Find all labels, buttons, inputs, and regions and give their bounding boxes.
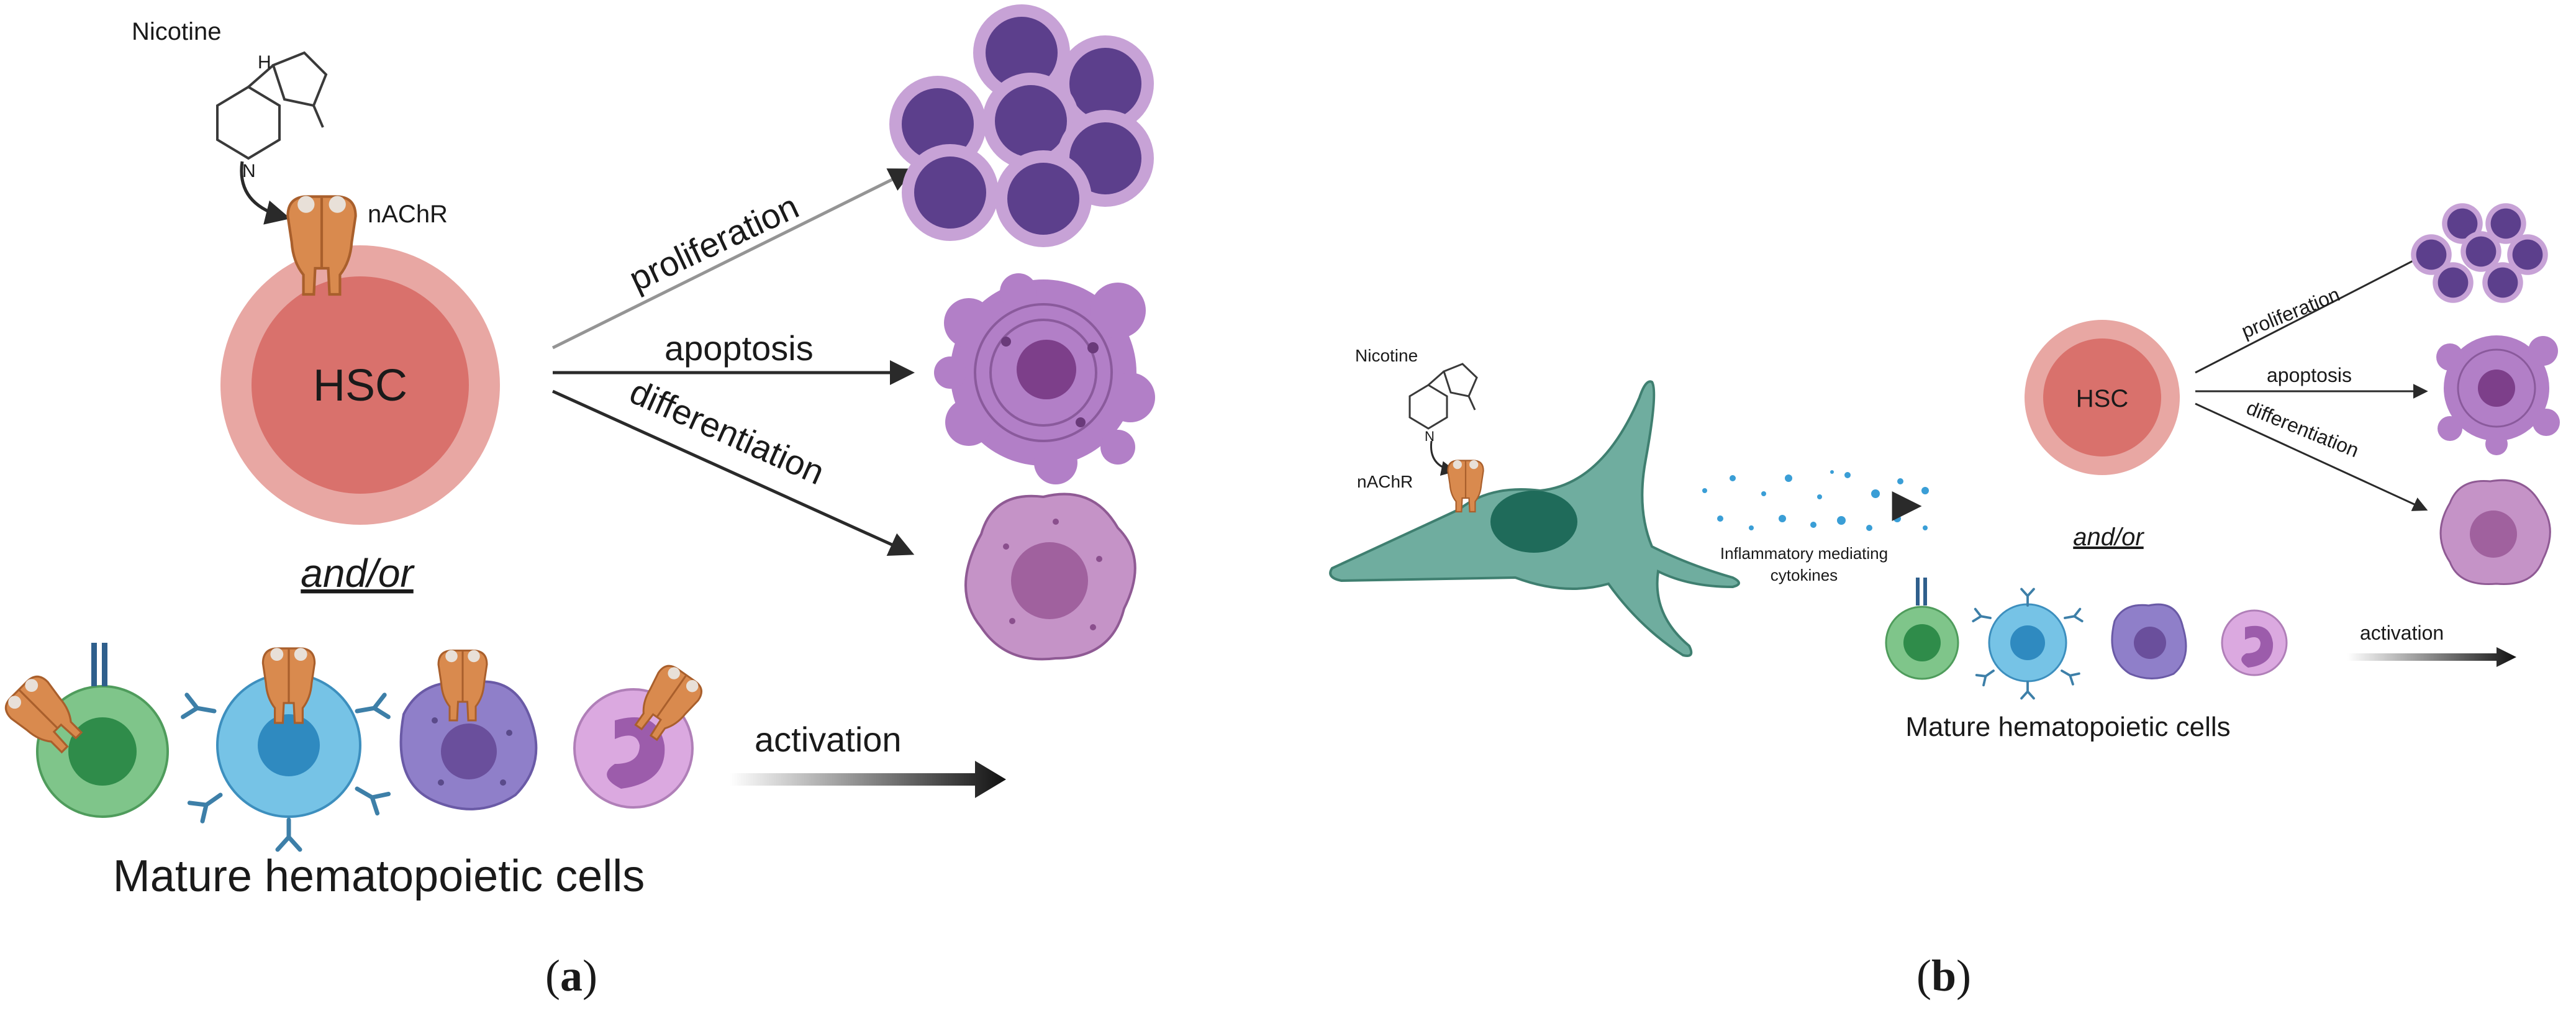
proliferation-arrow-b — [2195, 253, 2428, 374]
receptor-label: nAChR — [368, 201, 448, 228]
differentiation-arrow-b — [2195, 402, 2428, 511]
activation-label: activation — [755, 720, 902, 759]
nicotine-n-ring-label: N — [242, 161, 256, 181]
cytokine-particles — [1702, 470, 1929, 531]
and-or-connector-b: and/or — [2073, 524, 2144, 551]
lymphocyte-cell — [0, 643, 169, 818]
mature-cells-label-b: Mature hematopoietic cells — [1905, 712, 2230, 742]
hsc-label: HSC — [313, 361, 407, 411]
nicotine-binding-arrow — [240, 161, 291, 225]
nicotine-n-label-b: N — [1425, 429, 1435, 444]
apoptosis-label: apoptosis — [664, 329, 814, 368]
caption-a: (a) — [545, 951, 597, 1001]
mature-cells-label: Mature hematopoietic cells — [113, 851, 645, 901]
granulocyte-cell — [399, 649, 538, 810]
cytokine-label-line1: Inflammatory mediating — [1720, 544, 1888, 563]
and-or-connector: and/or — [301, 551, 415, 596]
cytokine-label-line2: cytokines — [1771, 566, 1838, 584]
nicotine-label-b: Nicotine — [1355, 346, 1418, 365]
receptor-label-b: nAChR — [1357, 472, 1413, 491]
hsc-inner-cytoplasm-b — [2043, 338, 2161, 456]
monocyte-cell — [183, 647, 389, 850]
neutrophil-cell-b — [2221, 609, 2288, 676]
glial-nucleus — [1490, 491, 1577, 553]
apoptotic-cell — [934, 273, 1155, 484]
panel-b: Nicotine N nAChR Inflammatory mediating … — [1329, 203, 2560, 1001]
apoptosis-label-b: apoptosis — [2267, 364, 2352, 386]
proliferation-label: proliferation — [623, 186, 804, 299]
differentiation-arrow — [551, 389, 915, 556]
granulocyte-cell-b — [2111, 603, 2187, 679]
panel-a: Nicotine H N HSC nAChR proliferation apo… — [0, 4, 1155, 1001]
differentiation-label-b: differentiation — [2243, 396, 2362, 461]
mature-cells-row — [0, 643, 707, 850]
activation-label-b: activation — [2360, 622, 2444, 644]
monocyte-cell-b — [1972, 588, 2084, 700]
activation-arrow-b — [2347, 647, 2516, 667]
proliferation-arrow — [551, 168, 915, 350]
nicotine-h-label: H — [258, 52, 271, 73]
lymphocyte-cell-b — [1885, 578, 1959, 680]
differentiated-cell — [964, 492, 1136, 661]
activation-arrow — [730, 761, 1006, 798]
nicotine-molecule-icon-b — [1408, 363, 1478, 430]
nicotine-molecule-icon — [216, 51, 328, 160]
mature-cells-row-b — [1885, 578, 2288, 700]
hsc-inner-cytoplasm — [252, 276, 469, 494]
apoptotic-cell-b — [2436, 335, 2560, 455]
proliferating-cells — [889, 4, 1154, 247]
proliferating-cells-b — [2411, 203, 2548, 303]
nicotine-label: Nicotine — [132, 18, 222, 45]
hsc-label-b: HSC — [2076, 385, 2128, 412]
caption-b: (b) — [1916, 951, 1971, 1001]
proliferation-label-b: proliferation — [2238, 283, 2343, 342]
neutrophil-cell — [573, 660, 707, 809]
differentiation-label: differentiation — [624, 371, 830, 492]
differentiated-cell-b — [2439, 479, 2551, 586]
